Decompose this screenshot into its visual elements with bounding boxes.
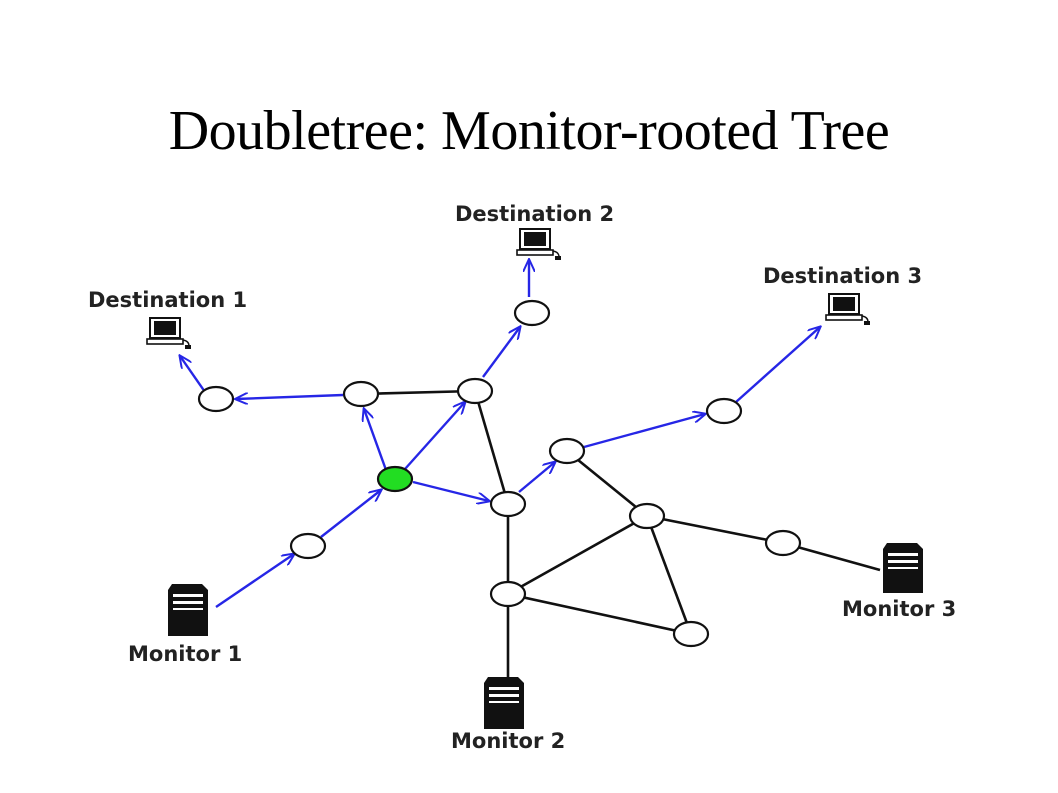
server-tower-icon (883, 543, 923, 593)
probe-arrow (364, 409, 388, 471)
probe-arrow (320, 490, 381, 538)
slide-title: Doubletree: Monitor-rooted Tree (168, 100, 890, 162)
router-node (548, 437, 586, 465)
link (507, 592, 692, 636)
destination-2-label: Destination 2 (455, 202, 614, 226)
router-node (764, 529, 802, 557)
link (566, 449, 648, 518)
undirected-links (360, 389, 881, 680)
link (507, 514, 648, 596)
link (473, 390, 510, 505)
probe-arrow (236, 395, 344, 399)
laptop-icon (516, 228, 561, 260)
probe-arrow (583, 414, 705, 449)
router-node (672, 620, 710, 648)
link (360, 389, 476, 396)
router-node (489, 490, 527, 518)
probe-arrow (412, 480, 489, 501)
probe-arrow (215, 554, 294, 608)
probe-arrow (180, 356, 206, 393)
server-tower-icon (484, 677, 524, 729)
router-nodes (197, 299, 802, 648)
laptop-icon (146, 317, 191, 349)
server-tower-icon (168, 584, 208, 636)
router-node (513, 299, 551, 327)
probe-arrow (735, 327, 820, 403)
router-node (342, 380, 380, 408)
monitor-3-label: Monitor 3 (842, 597, 956, 621)
router-node (456, 377, 494, 405)
probe-arrow (482, 327, 520, 378)
destination-1-label: Destination 1 (88, 288, 247, 312)
router-node (705, 397, 743, 425)
monitor-1-label: Monitor 1 (128, 642, 242, 666)
router-node (489, 580, 527, 608)
router-node (289, 532, 327, 560)
laptop-icon (825, 293, 870, 325)
router-node (197, 385, 235, 413)
probe-arrow (518, 462, 555, 493)
link (645, 515, 693, 635)
destination-3-label: Destination 3 (763, 264, 922, 288)
green-root-node (376, 465, 414, 493)
probe-arrows (180, 260, 820, 608)
monitor-2-label: Monitor 2 (451, 729, 565, 753)
router-node (628, 502, 666, 530)
probe-arrow (404, 402, 465, 470)
link (646, 514, 784, 545)
